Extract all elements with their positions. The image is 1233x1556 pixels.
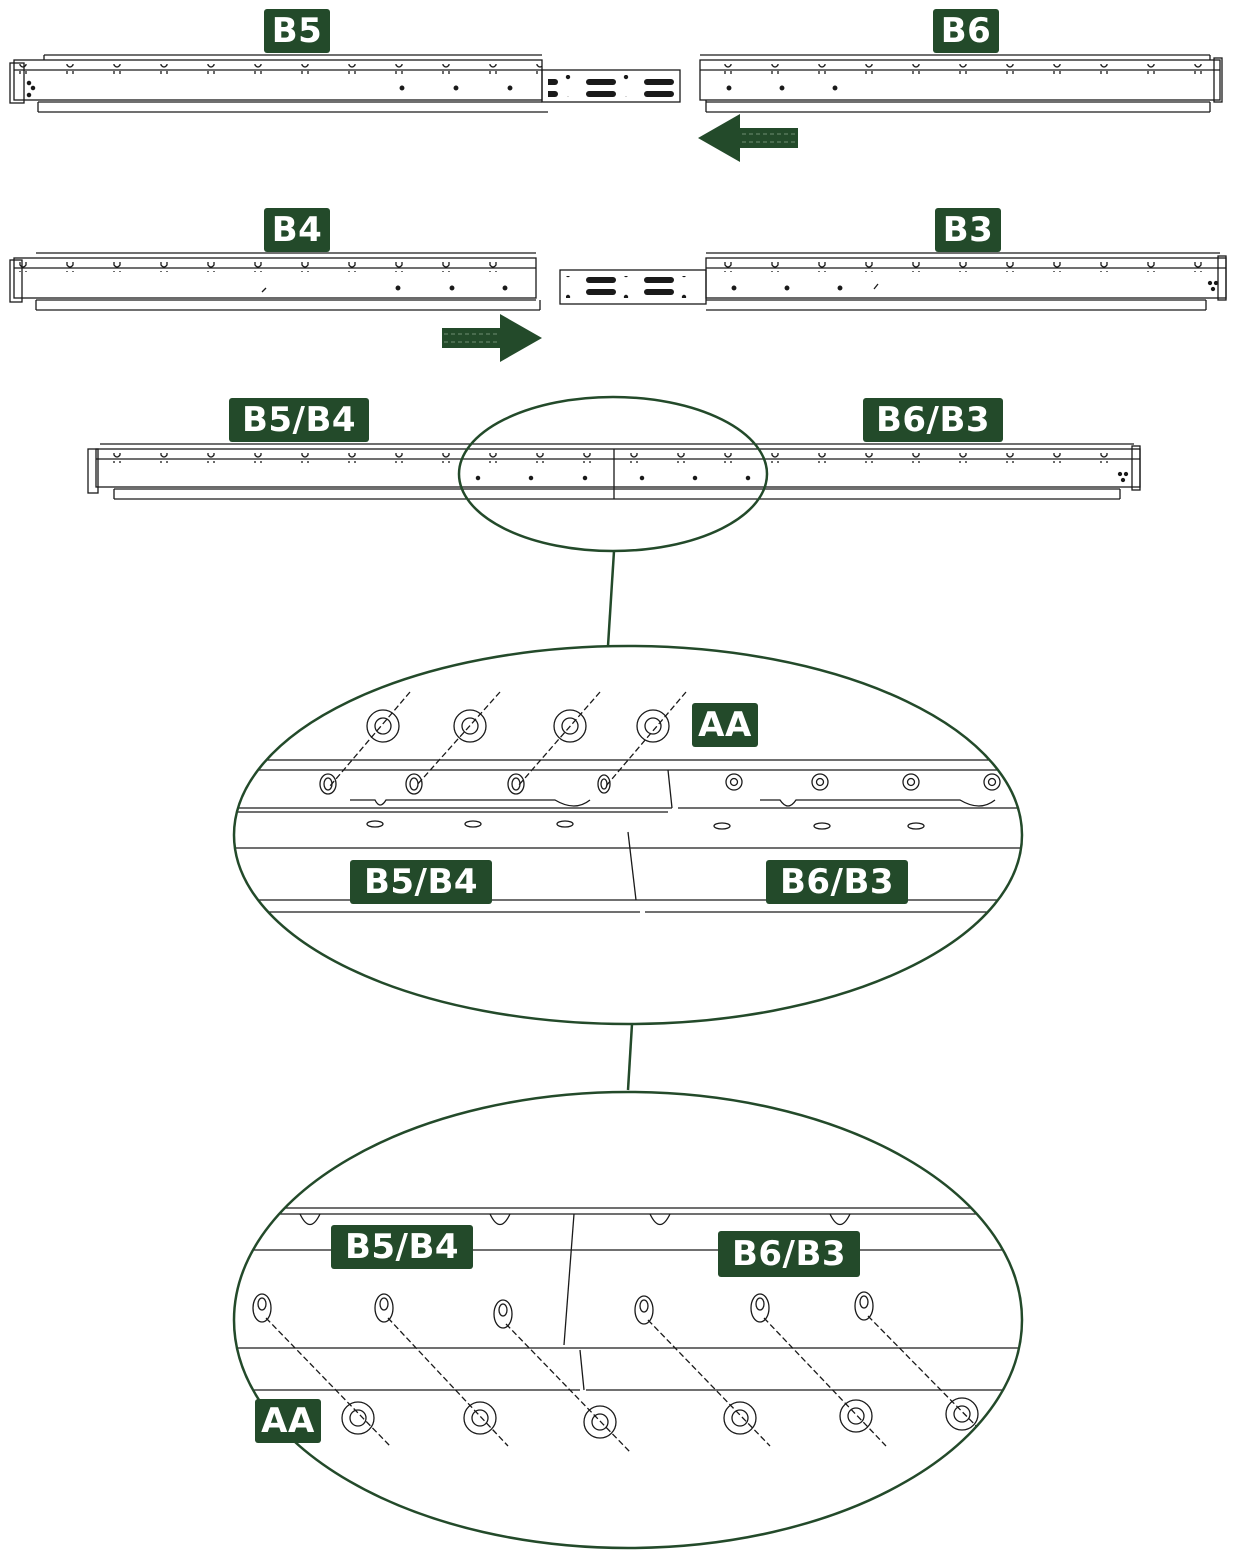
rail-joined — [87, 443, 1141, 500]
detail-ellipse-2 — [232, 1090, 1024, 1550]
detail-2-screws — [265, 1315, 991, 1453]
detail-ellipse-1 — [232, 644, 1024, 1026]
rail-b5 — [9, 54, 548, 113]
leader-line-2 — [626, 1023, 634, 1091]
label-b6: B6 — [933, 9, 999, 53]
label-b5b4-top: B5/B4 — [229, 398, 369, 442]
detail-1-screws — [329, 691, 687, 787]
label-b5b4-detail-2: B5/B4 — [331, 1225, 473, 1269]
label-b6b3-detail-1: B6/B3 — [766, 860, 908, 904]
connector-plate-top — [541, 69, 681, 103]
rail-b4 — [9, 252, 541, 311]
callout-ellipse-small — [457, 395, 769, 553]
detail-view-1 — [234, 691, 1022, 913]
label-b6b3-top: B6/B3 — [863, 398, 1003, 442]
label-aa-detail-1: AA — [692, 703, 758, 747]
label-b5: B5 — [264, 9, 330, 53]
label-b4: B4 — [264, 208, 330, 252]
arrow-right — [442, 314, 542, 362]
rail-b6 — [699, 54, 1223, 113]
connector-plate-middle — [559, 269, 707, 305]
label-b3: B3 — [935, 208, 1001, 252]
rail-b3 — [705, 252, 1227, 311]
arrow-left — [698, 114, 798, 162]
label-aa-detail-2: AA — [255, 1399, 321, 1443]
label-b6b3-detail-2: B6/B3 — [718, 1231, 860, 1277]
label-b5b4-detail-1: B5/B4 — [350, 860, 492, 904]
leader-line-1 — [606, 550, 616, 647]
